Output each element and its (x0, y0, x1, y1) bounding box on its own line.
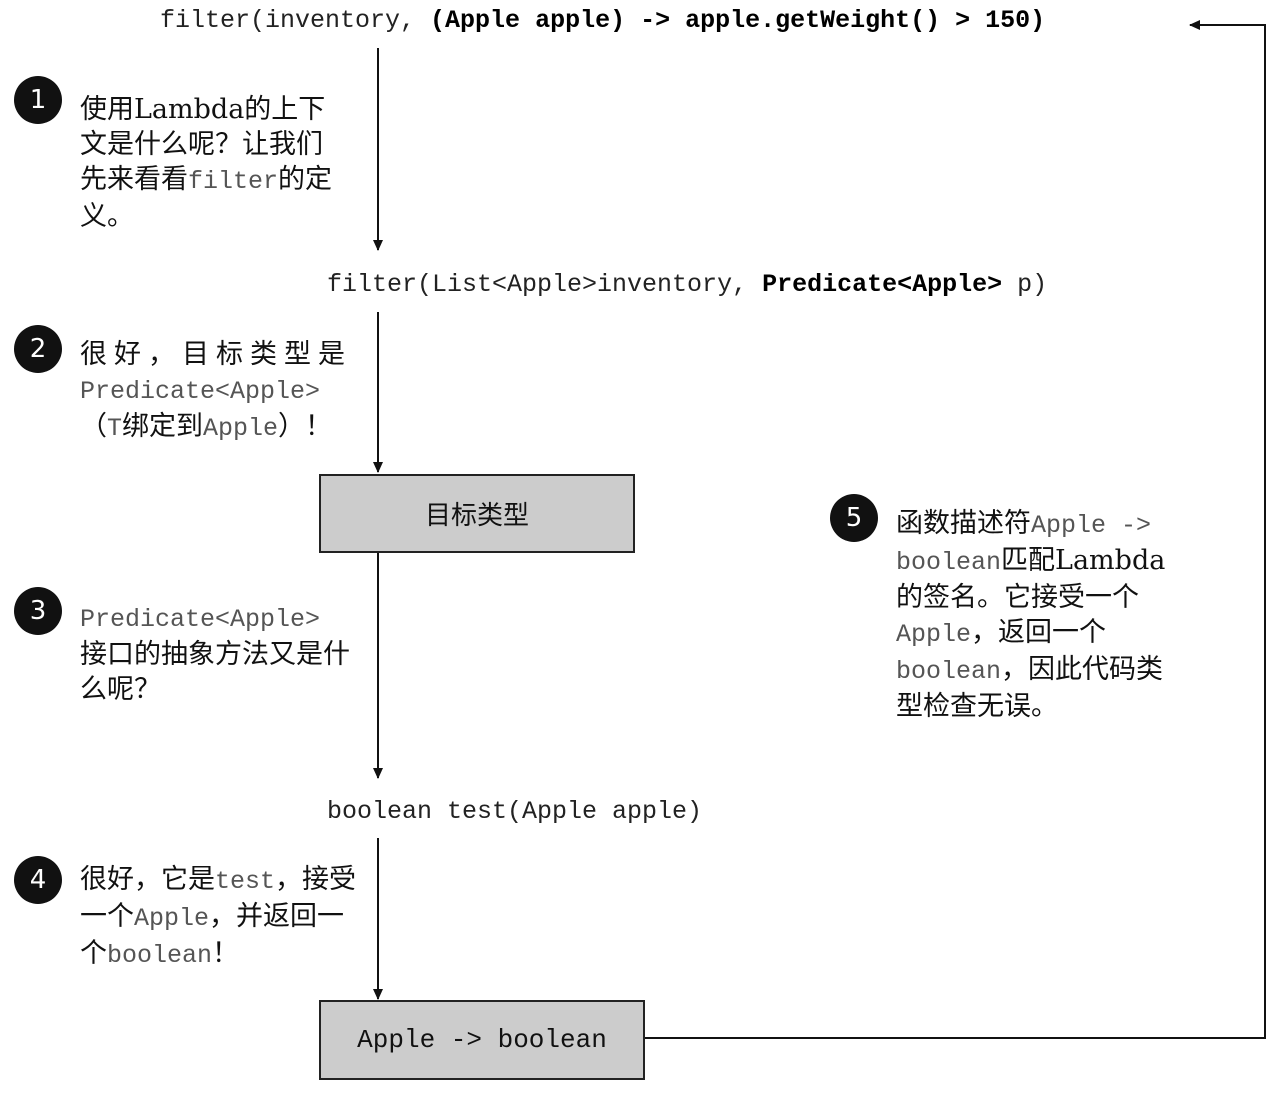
step-2-code-apple: Apple (203, 414, 279, 443)
step-4-badge: 4 (14, 856, 62, 904)
arrow-descriptor-back-to-lambda (644, 20, 1266, 1039)
step-1-text-a: 使用Lambda的上下文是什么呢？让我们先来看看 (80, 94, 326, 195)
step-5-text-c: ，返回一个 (971, 617, 1107, 648)
step-2-text-paren-close: ）！ (278, 411, 333, 442)
step-2-code-predicate: Predicate<Apple> (80, 377, 321, 406)
filter-signature-prefix: filter(List<Apple>inventory, (327, 270, 763, 299)
step-3-badge: 3 (14, 587, 62, 635)
step-3-code-predicate: Predicate<Apple> (80, 605, 321, 634)
step-4-code-apple: Apple (134, 904, 210, 933)
top-expression-lambda: (Apple apple) -> apple.getWeight() > 150… (430, 6, 1046, 35)
step-4-note: 很好，它是test，接受一个Apple，并返回一个boolean！ (80, 862, 365, 973)
step-5-text-b: 匹配Lambda的签名。它接受一个 (896, 545, 1166, 613)
step-2-text-paren-open: （ (80, 411, 107, 442)
step-5-text-a: 函数描述符 (896, 508, 1031, 539)
function-descriptor-box: Apple -> boolean (319, 1000, 645, 1080)
filter-signature: filter(List<Apple>inventory, Predicate<A… (327, 270, 1047, 299)
step-5-code-boolean: boolean (896, 657, 1002, 686)
target-type-label: 目标类型 (424, 501, 529, 531)
filter-signature-predicate: Predicate<Apple> (762, 270, 1003, 299)
step-2-code-t: T (107, 414, 123, 443)
step-5-code-apple: Apple (896, 620, 972, 649)
target-type-box: 目标类型 (319, 474, 635, 553)
step-4-text-b: ，接受一个 (80, 864, 357, 932)
step-3-text: 接口的抽象方法又是什么呢？ (80, 639, 350, 705)
step-4-text-a: 很好，它是 (80, 864, 215, 895)
step-2-note: 很好，目标类型是 Predicate<Apple> （T绑定到Apple）！ (80, 337, 365, 446)
step-1-badge: 1 (14, 76, 62, 124)
top-expression-prefix: filter(inventory, (160, 6, 431, 35)
step-1-note: 使用Lambda的上下文是什么呢？让我们先来看看filter的定义。 (80, 92, 348, 234)
step-4-code-test: test (215, 867, 276, 896)
step-2-text-bind: 绑定到 (122, 411, 204, 442)
step-2-badge: 2 (14, 325, 62, 373)
filter-signature-suffix: p) (1002, 270, 1048, 299)
top-expression: filter(inventory, (Apple apple) -> apple… (160, 6, 1045, 35)
step-1-text-b: 的定义。 (80, 164, 333, 232)
step-1-code-filter: filter (188, 167, 279, 196)
test-method-signature: boolean test(Apple apple) (327, 797, 703, 826)
step-5-badge: 5 (830, 494, 878, 542)
step-4-text-c: ，并返回一个 (80, 901, 345, 969)
step-2-text-a: 很好，目标类型是 (80, 339, 352, 370)
step-4-text-d: ！ (212, 938, 240, 969)
step-3-note: Predicate<Apple> 接口的抽象方法又是什么呢？ (80, 600, 365, 707)
step-5-note: 函数描述符Apple -> boolean匹配Lambda的签名。它接受一个 Ap… (896, 506, 1186, 724)
function-descriptor-label: Apple -> boolean (357, 1025, 607, 1055)
step-5-text-d: ，因此代码类型检查无误。 (896, 654, 1164, 722)
step-4-code-boolean: boolean (107, 941, 213, 970)
step-5-code-descriptor: Apple -> boolean (896, 511, 1152, 577)
